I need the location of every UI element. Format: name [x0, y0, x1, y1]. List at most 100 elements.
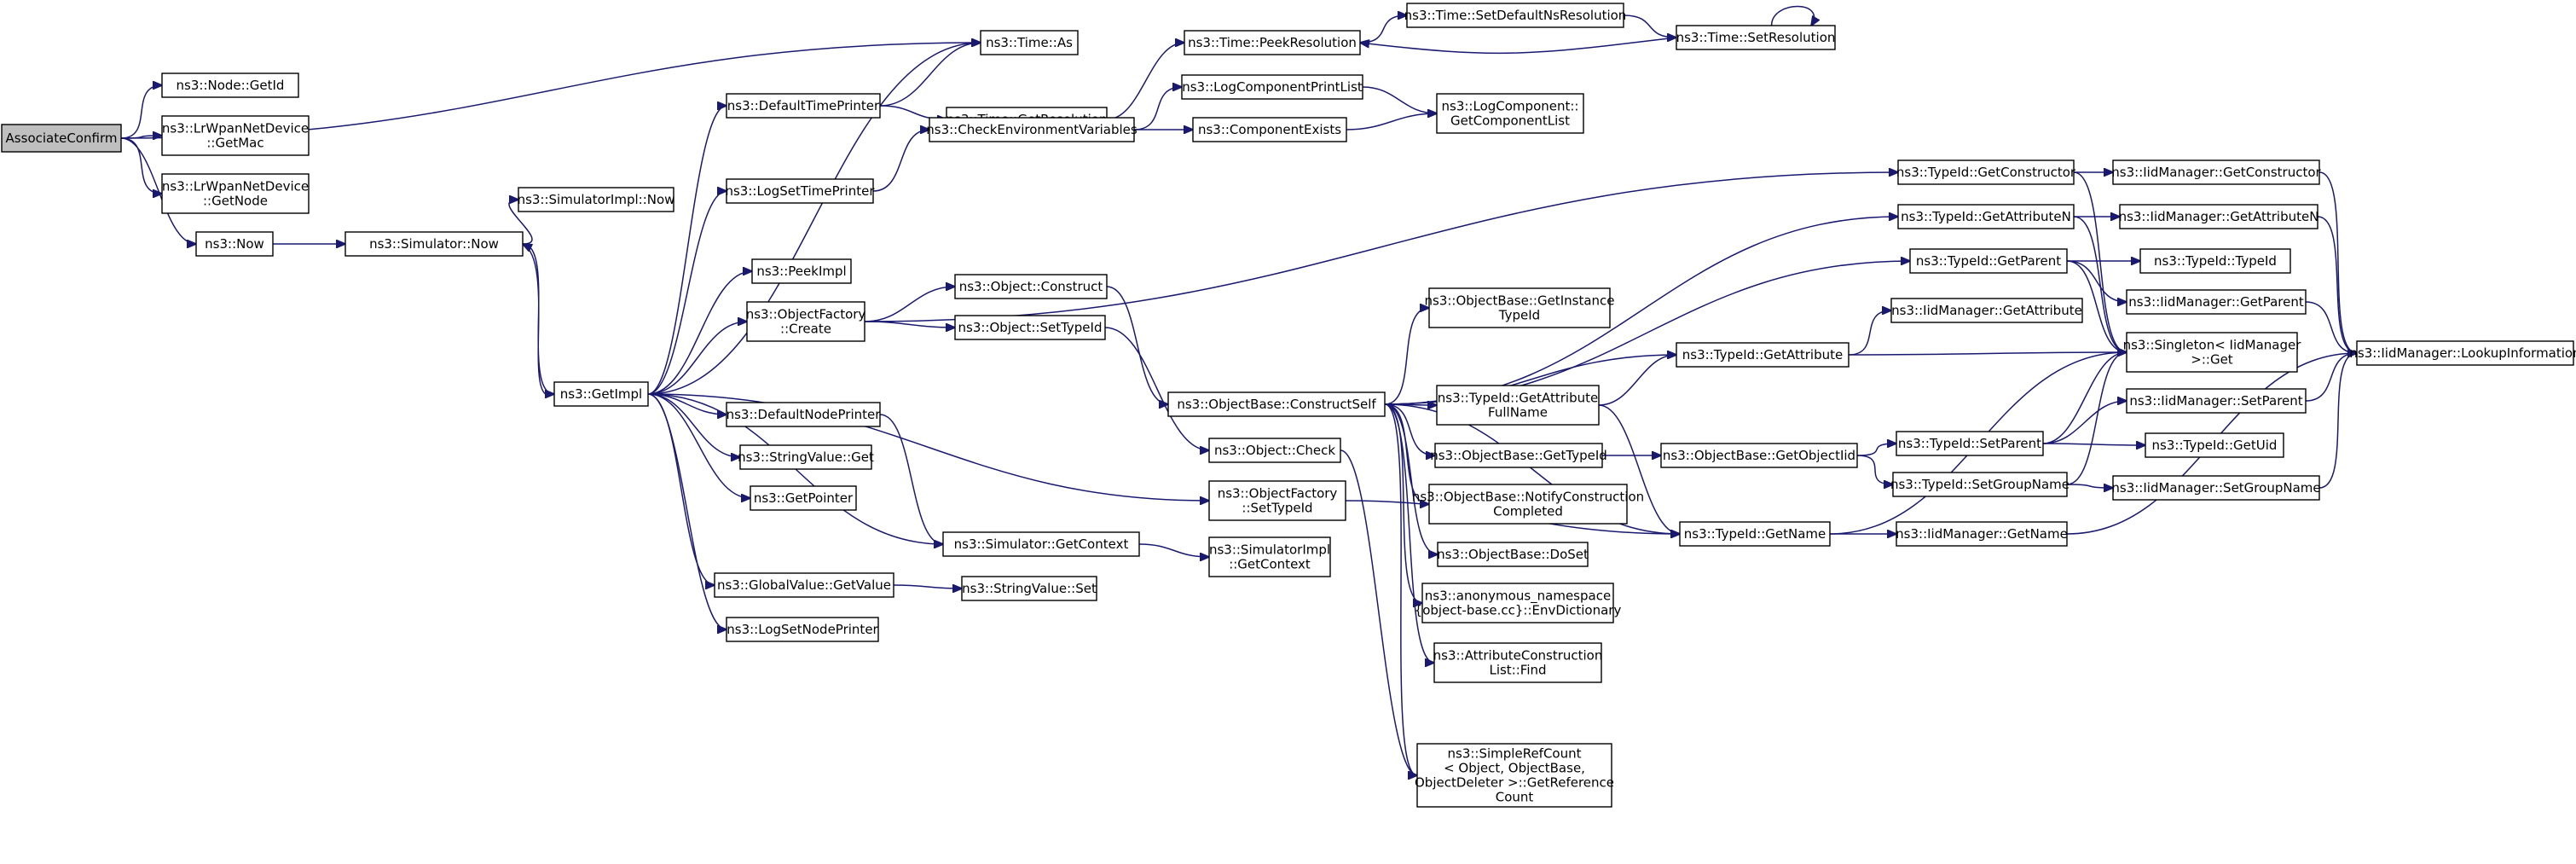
node-node-getid[interactable]: ns3::Node::GetId — [161, 72, 299, 98]
node-box — [750, 485, 857, 511]
node-label: Count — [1496, 790, 1534, 805]
node-globalvalue-getvalue[interactable]: ns3::GlobalValue::GetValue — [714, 572, 894, 598]
node-typeid-getparent[interactable]: ns3::TypeId::GetParent — [1909, 248, 2068, 274]
node-box — [1406, 3, 1624, 28]
edge-defaulttimeprinter-to-time-as — [879, 43, 981, 107]
node-peekimpl[interactable]: ns3::PeekImpl — [751, 258, 852, 284]
node-typeid-typeid[interactable]: ns3::TypeId::TypeId — [2139, 248, 2291, 274]
node-box — [1181, 74, 1363, 100]
node-typeid-getattributen[interactable]: ns3::TypeId::GetAttributeN — [1897, 204, 2075, 229]
node-getpointer[interactable]: ns3::GetPointer — [750, 485, 857, 511]
node-label: ns3::Now — [205, 236, 264, 252]
edge-time-setresolution-to-time-setresolution — [1770, 5, 1815, 26]
node-typeid-getuid[interactable]: ns3::TypeId::GetUid — [2145, 432, 2284, 458]
node-objectbase-gettypeid[interactable]: ns3::ObjectBase::GetTypeId — [1430, 443, 1607, 468]
node-box — [2112, 475, 2320, 501]
node-iidmanager-setgroupname[interactable]: ns3::IidManager::SetGroupName — [2111, 475, 2321, 501]
node-typeid-getconstructor[interactable]: ns3::TypeId::GetConstructor — [1896, 159, 2076, 185]
node-label: ns3::LogComponent:: — [1442, 99, 1579, 114]
node-objectbase-getobjectiid[interactable]: ns3::ObjectBase::GetObjectIid — [1660, 443, 1858, 468]
node-typeid-setparent[interactable]: ns3::TypeId::SetParent — [1896, 431, 2044, 456]
node-logsetnodeprinter[interactable]: ns3::LogSetNodePrinter — [726, 617, 879, 642]
node-objectbase-notifyconstructioncompleted[interactable]: ns3::ObjectBase::NotifyConstructionCompl… — [1412, 484, 1644, 525]
node-label: ns3::IidManager::GetAttributeN — [2119, 209, 2319, 224]
node-box — [161, 115, 310, 156]
node-box — [746, 301, 865, 342]
node-simulatorimpl-now[interactable]: ns3::SimulatorImpl::Now — [518, 187, 675, 212]
node-associateconfirm[interactable]: AssociateConfirm — [1, 124, 122, 153]
node-label: ns3::LogSetNodePrinter — [726, 622, 878, 637]
node-logsettimeprinter[interactable]: ns3::LogSetTimePrinter — [725, 178, 875, 204]
node-objectfactory-create[interactable]: ns3::ObjectFactory::Create — [746, 301, 866, 342]
node-box — [1433, 642, 1602, 683]
node-object-construct[interactable]: ns3::Object::Construct — [954, 274, 1108, 299]
node-iidmanager-setparent[interactable]: ns3::IidManager::SetParent — [2126, 388, 2307, 414]
node-box — [1676, 342, 1850, 368]
node-typeid-getattribute[interactable]: ns3::TypeId::GetAttribute — [1676, 342, 1850, 368]
node-singleton-get[interactable]: ns3::Singleton< IidManager >::Get — [2123, 332, 2302, 373]
node-lrwpan-getnode[interactable]: ns3::LrWpanNetDevice::GetNode — [161, 173, 310, 214]
edge-objectfactory-create-to-object-construct — [864, 287, 955, 322]
edge-typeid-setgroupname-to-iidmanager-setgroupname — [2066, 484, 2113, 488]
node-objectbase-constructself[interactable]: ns3::ObjectBase::ConstructSelf — [1167, 391, 1386, 417]
node-time-setdefaultnsresolution[interactable]: ns3::Time::SetDefaultNsResolution — [1404, 3, 1627, 28]
node-simulator-now[interactable]: ns3::Simulator::Now — [344, 231, 524, 257]
node-defaulttimeprinter[interactable]: ns3::DefaultTimePrinter — [726, 93, 881, 119]
node-box — [1897, 159, 2075, 185]
node-box — [195, 231, 274, 257]
node-stringvalue-get[interactable]: ns3::StringValue::Get — [738, 444, 874, 470]
node-objectbase-doset[interactable]: ns3::ObjectBase::DoSet — [1437, 542, 1589, 567]
node-stringvalue-set[interactable]: ns3::StringValue::Set — [961, 576, 1097, 601]
edge-objectbase-getobjectiid-to-typeid-setparent — [1856, 444, 1896, 456]
edge-typeid-getattributefullname-to-typeid-getname — [1598, 404, 1680, 534]
node-box — [739, 444, 872, 470]
node-box — [726, 178, 874, 204]
node-simplerefcount-getreferencecount[interactable]: ns3::SimpleRefCount< Object, ObjectBase,… — [1415, 743, 1614, 808]
node-now[interactable]: ns3::Now — [195, 231, 274, 257]
node-typeid-getname[interactable]: ns3::TypeId::GetName — [1679, 521, 1831, 547]
node-time-peekresolution[interactable]: ns3::Time::PeekResolution — [1184, 30, 1361, 55]
node-iidmanager-getattributen[interactable]: ns3::IidManager::GetAttributeN — [2119, 204, 2319, 229]
node-lrwpan-getmac[interactable]: ns3::LrWpanNetDevice::GetMac — [161, 115, 310, 156]
node-simulatorimpl-getcontext[interactable]: ns3::SimulatorImpl::GetContext — [1208, 536, 1331, 577]
node-label: ns3::Time::SetDefaultNsResolution — [1404, 8, 1627, 23]
edge-typeid-getparent-to-singleton-get — [2066, 260, 2127, 352]
node-label: ns3::Simulator::Now — [369, 236, 499, 252]
edge-getimpl-to-globalvalue-getvalue — [647, 393, 715, 585]
node-iidmanager-getparent[interactable]: ns3::IidManager::GetParent — [2126, 289, 2307, 315]
node-label: ns3::Object::Check — [1214, 443, 1335, 458]
node-object-check[interactable]: ns3::Object::Check — [1208, 438, 1341, 463]
node-defaultnodeprinter[interactable]: ns3::DefaultNodePrinter — [726, 402, 882, 427]
node-label: ns3::Time::SetResolution — [1676, 30, 1836, 45]
node-iidmanager-lookupinformation[interactable]: ns3::IidManager::LookupInformation — [2349, 340, 2576, 366]
node-typeid-setgroupname[interactable]: ns3::TypeId::SetGroupName — [1890, 472, 2069, 497]
node-box — [2112, 159, 2320, 185]
node-label: ns3::SimpleRefCount — [1448, 746, 1582, 762]
node-objectfactory-settypeid[interactable]: ns3::ObjectFactory::SetTypeId — [1208, 480, 1346, 521]
node-getimpl[interactable]: ns3::GetImpl — [553, 381, 649, 407]
node-label: ns3::Time::As — [986, 35, 1073, 50]
node-iidmanager-getconstructor[interactable]: ns3::IidManager::GetConstructor — [2111, 159, 2322, 185]
node-logcomponent-getcomponentlist[interactable]: ns3::LogComponent::GetComponentList — [1436, 93, 1584, 134]
node-logcomponentprintlist[interactable]: ns3::LogComponentPrintList — [1181, 74, 1363, 100]
node-checkenvironmentvariables[interactable]: ns3::CheckEnvironmentVariables — [926, 117, 1137, 142]
node-componentexists[interactable]: ns3::ComponentExists — [1192, 117, 1347, 142]
node-iidmanager-getname[interactable]: ns3::IidManager::GetName — [1896, 521, 2068, 547]
edge-globalvalue-getvalue-to-stringvalue-set — [893, 585, 962, 589]
node-label: ns3::Simulator::GetContext — [954, 536, 1129, 552]
node-simulator-getcontext[interactable]: ns3::Simulator::GetContext — [942, 531, 1140, 557]
node-box — [1896, 521, 2068, 547]
node-envdictionary[interactable]: ns3::anonymous_namespace{object-base.cc}… — [1415, 583, 1622, 623]
node-iidmanager-getattribute[interactable]: ns3::IidManager::GetAttribute — [1890, 298, 2083, 323]
node-box — [1897, 204, 2075, 229]
node-label: >::Get — [2191, 352, 2233, 368]
node-time-setresolution[interactable]: ns3::Time::SetResolution — [1676, 25, 1836, 50]
node-time-as[interactable]: ns3::Time::As — [980, 30, 1079, 55]
edge-typeid-setparent-to-singleton-get — [2042, 352, 2127, 444]
node-object-settypeid[interactable]: ns3::Object::SetTypeId — [954, 315, 1106, 340]
node-label: ns3::IidManager::GetName — [1896, 526, 2068, 542]
node-box — [1436, 93, 1584, 134]
